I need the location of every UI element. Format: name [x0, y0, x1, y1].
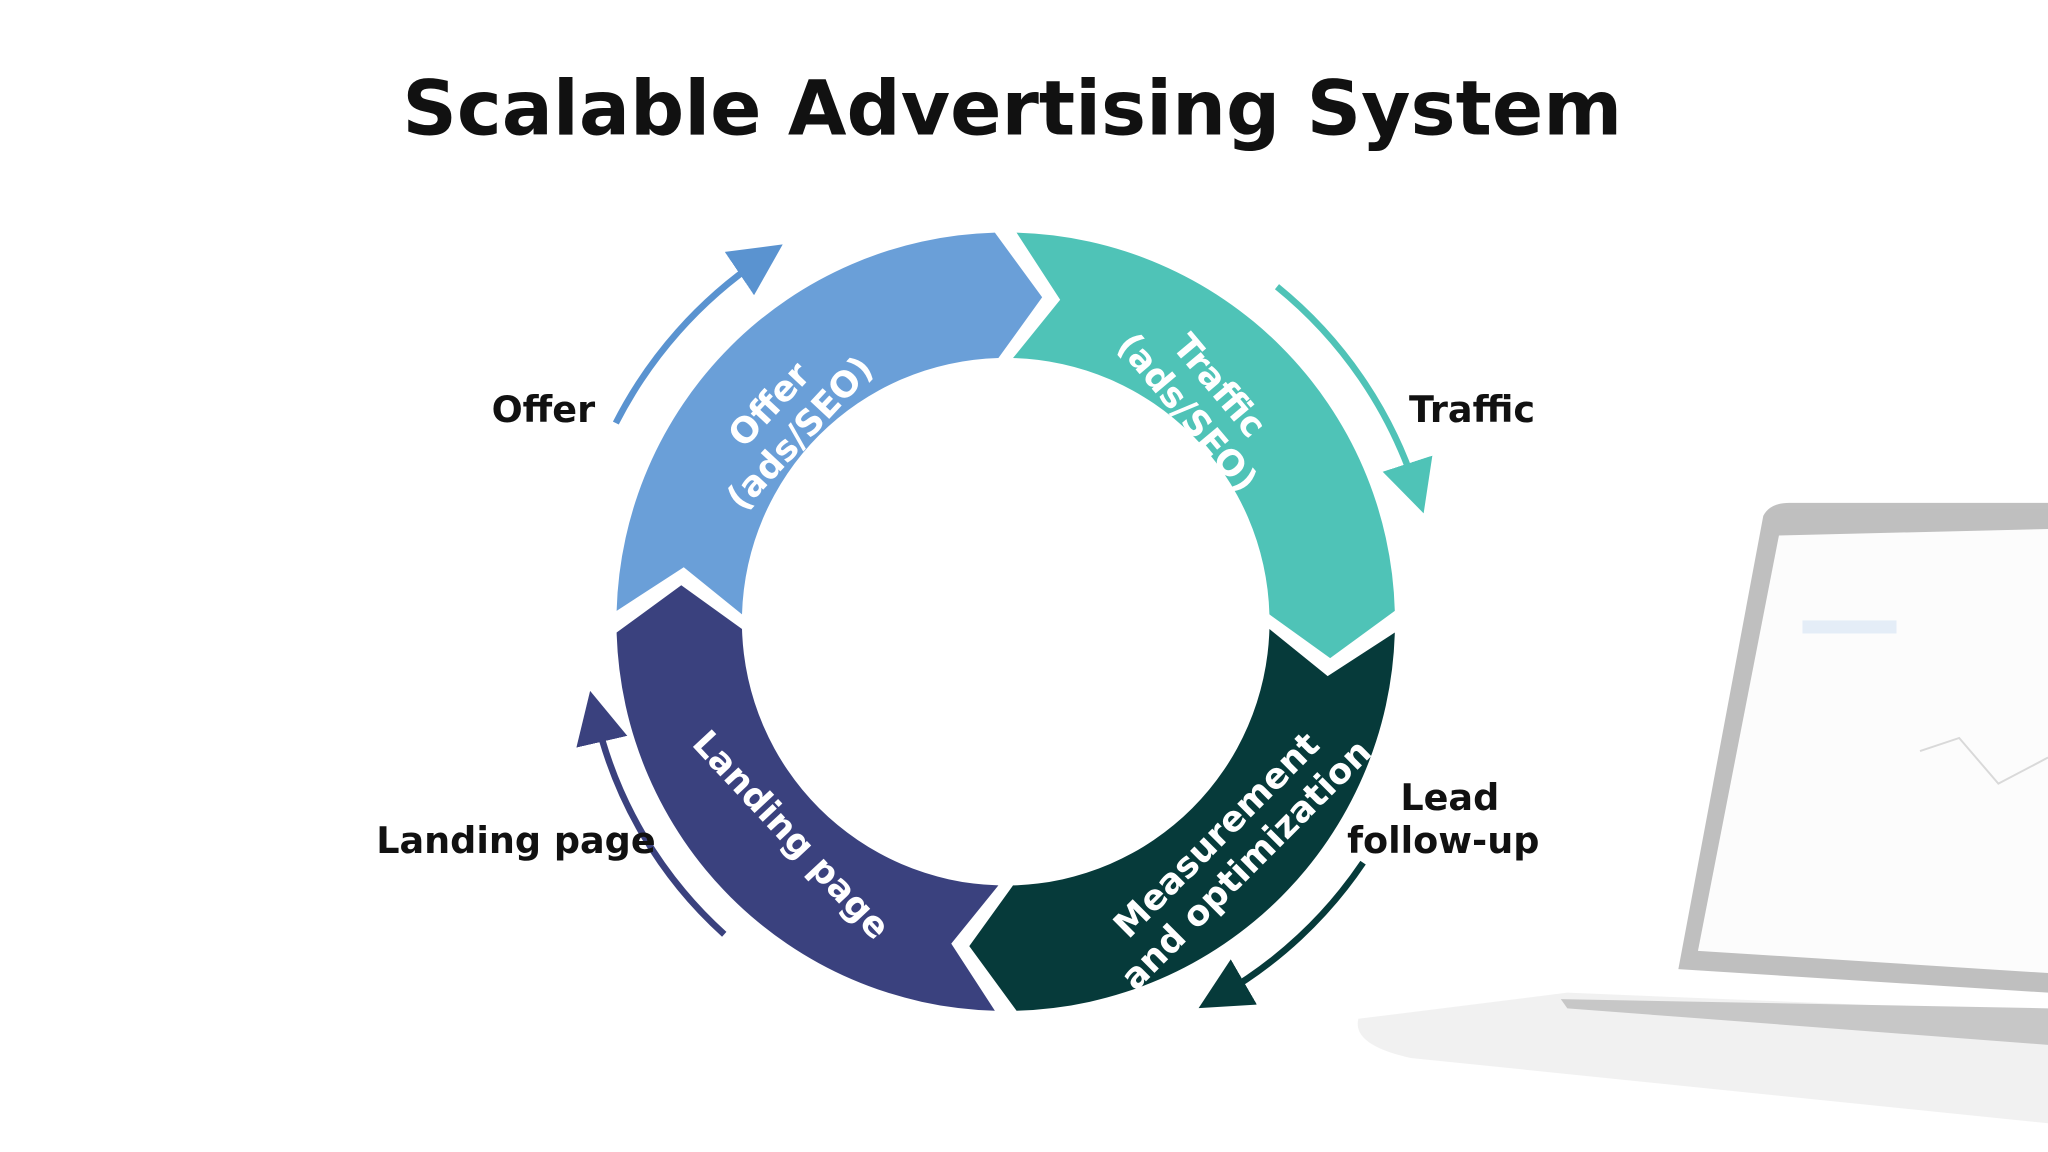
outer-label-lead-line2: follow-up: [1347, 819, 1539, 862]
page-title: Scalable Advertising System: [402, 65, 1622, 153]
traffic-cycle-arrow-icon: [1274, 284, 1433, 514]
outer-label-traffic: Traffic: [1409, 388, 1535, 431]
cycle-ring: [616, 232, 1395, 1011]
laptop-background-image: [1357, 502, 2048, 1124]
lead-cycle-arrow-icon: [1198, 860, 1366, 1009]
segment-traffic: [1013, 232, 1395, 659]
segment-offer: [616, 232, 1043, 615]
outer-label-landing: Landing page: [376, 819, 655, 862]
segment-measurement: [969, 629, 1395, 1011]
landing-cycle-arrow-icon: [576, 690, 727, 937]
outer-label-lead-line1: Lead: [1400, 776, 1499, 819]
segment-label-measurement: Measurement and optimization: [1106, 724, 1380, 998]
outer-label-offer: Offer: [492, 388, 596, 431]
offer-cycle-arrow-icon: [612, 244, 783, 425]
segment-landing-page: [616, 585, 999, 1011]
